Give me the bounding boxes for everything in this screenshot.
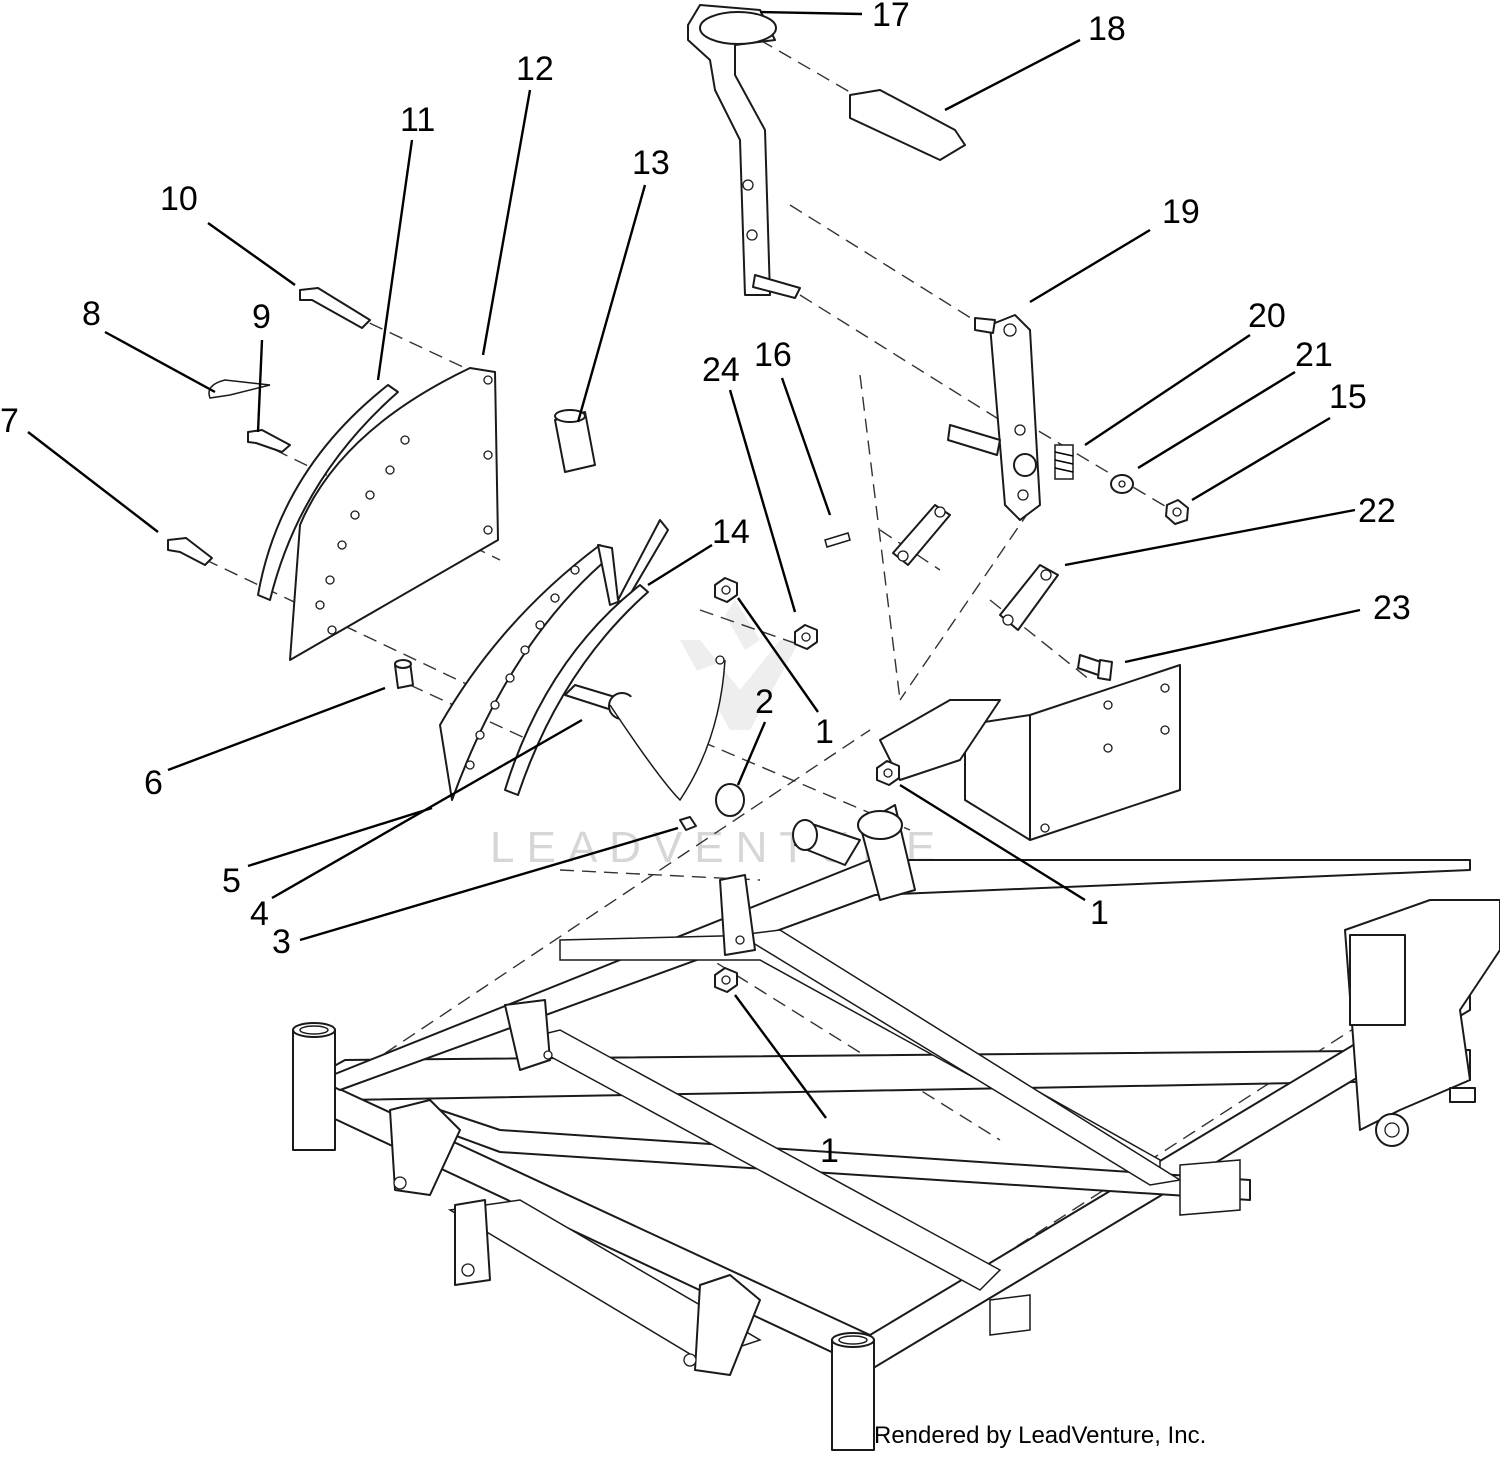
- hex-nut-upper: [714, 577, 738, 603]
- callout-1-upper: 1: [815, 713, 834, 751]
- callout-18: 18: [1088, 10, 1126, 48]
- washer: [1110, 474, 1134, 494]
- small-spring-clip: [824, 532, 851, 548]
- leader-16: [780, 377, 832, 516]
- leader-2: [736, 721, 767, 786]
- liner-strip: [257, 384, 399, 601]
- leader-24: [728, 389, 797, 613]
- callout-4: 4: [250, 895, 269, 933]
- callout-24: 24: [702, 351, 740, 389]
- callout-11: 11: [400, 101, 435, 139]
- leader-4: [271, 718, 583, 900]
- leader-3: [299, 826, 679, 942]
- leader-12: [481, 89, 532, 356]
- cotter-pin: [208, 379, 271, 399]
- callout-20: 20: [1248, 297, 1286, 335]
- leader-6: [167, 686, 386, 772]
- quadrant-plate: [289, 367, 499, 661]
- control-lever: [687, 4, 801, 299]
- leader-1-upper: [737, 597, 819, 713]
- callout-7: 7: [0, 402, 19, 440]
- front-left-post: [292, 1022, 336, 1151]
- callout-12: 12: [516, 50, 554, 88]
- leader-15: [1191, 416, 1331, 502]
- callout-9: 9: [252, 298, 271, 336]
- leader-17: [759, 10, 863, 16]
- callout-15: 15: [1329, 378, 1367, 416]
- leader-5: [247, 806, 433, 868]
- leader-20: [1084, 334, 1251, 446]
- leader-8: [104, 330, 216, 394]
- assembly-lines: [184, 39, 1461, 1271]
- callout-13: 13: [632, 144, 670, 182]
- guide-bracket: [504, 519, 669, 796]
- leader-19: [1029, 228, 1151, 304]
- pivot-mount-block: [857, 664, 1181, 901]
- leader-1-lower: [734, 994, 827, 1119]
- frame-brackets: [389, 874, 1241, 1376]
- leader-13: [576, 184, 647, 423]
- washer-2: [715, 783, 745, 817]
- leader-9: [256, 339, 264, 433]
- callout-23: 23: [1373, 589, 1411, 627]
- leader-18: [944, 38, 1081, 112]
- leader-10: [207, 222, 296, 286]
- hex-nut-lower: [714, 967, 738, 993]
- small-nut-3: [679, 816, 697, 831]
- render-credit: Rendered by LeadVenture, Inc.: [874, 1422, 1206, 1449]
- bushing-tube: [792, 819, 861, 866]
- callout-1-lower: 1: [820, 1132, 839, 1170]
- leader-22: [1064, 508, 1356, 567]
- callout-17: 17: [872, 0, 910, 34]
- link-arm: [947, 314, 1041, 521]
- callout-6: 6: [144, 764, 163, 802]
- mower-frame: [317, 859, 1471, 1371]
- callout-2: 2: [755, 683, 774, 721]
- callout-1-middle: 1: [1090, 894, 1109, 932]
- bolt-9: [247, 429, 291, 453]
- callout-labels: 17 18 12 11 13 10 19 8 9 20 24 16 21 15 …: [0, 0, 1411, 1170]
- callout-16: 16: [754, 336, 792, 374]
- callout-21: 21: [1295, 336, 1333, 374]
- bolt-10: [299, 287, 371, 329]
- callout-22: 22: [1358, 492, 1396, 530]
- callout-5: 5: [222, 862, 241, 900]
- leader-1-middle: [899, 783, 1086, 902]
- leader-14: [647, 543, 713, 587]
- callout-10: 10: [160, 180, 198, 218]
- hex-nut-24: [794, 624, 818, 650]
- leader-7: [27, 431, 159, 533]
- front-right-post: [831, 1332, 875, 1451]
- leader-21: [1137, 370, 1296, 470]
- link-plate: [999, 564, 1059, 631]
- leader-lines: [27, 10, 1361, 1119]
- leader-11: [376, 139, 414, 381]
- shoulder-bolt: [1077, 654, 1113, 681]
- lever-grip: [849, 89, 966, 161]
- callout-19: 19: [1162, 193, 1200, 231]
- spring: [1054, 444, 1074, 480]
- callout-14: 14: [712, 513, 750, 551]
- lock-nut: [1165, 499, 1189, 525]
- return-spring-wire: [609, 655, 726, 802]
- callout-8: 8: [82, 295, 101, 333]
- spacer-tube: [554, 409, 596, 473]
- bolt-7: [167, 537, 213, 566]
- callout-3: 3: [272, 923, 291, 961]
- small-spacer: [394, 659, 414, 689]
- rear-right-arm: [1344, 899, 1500, 1147]
- link-plate-small: [892, 504, 951, 566]
- leader-23: [1124, 608, 1361, 664]
- hex-nut-middle: [876, 760, 900, 786]
